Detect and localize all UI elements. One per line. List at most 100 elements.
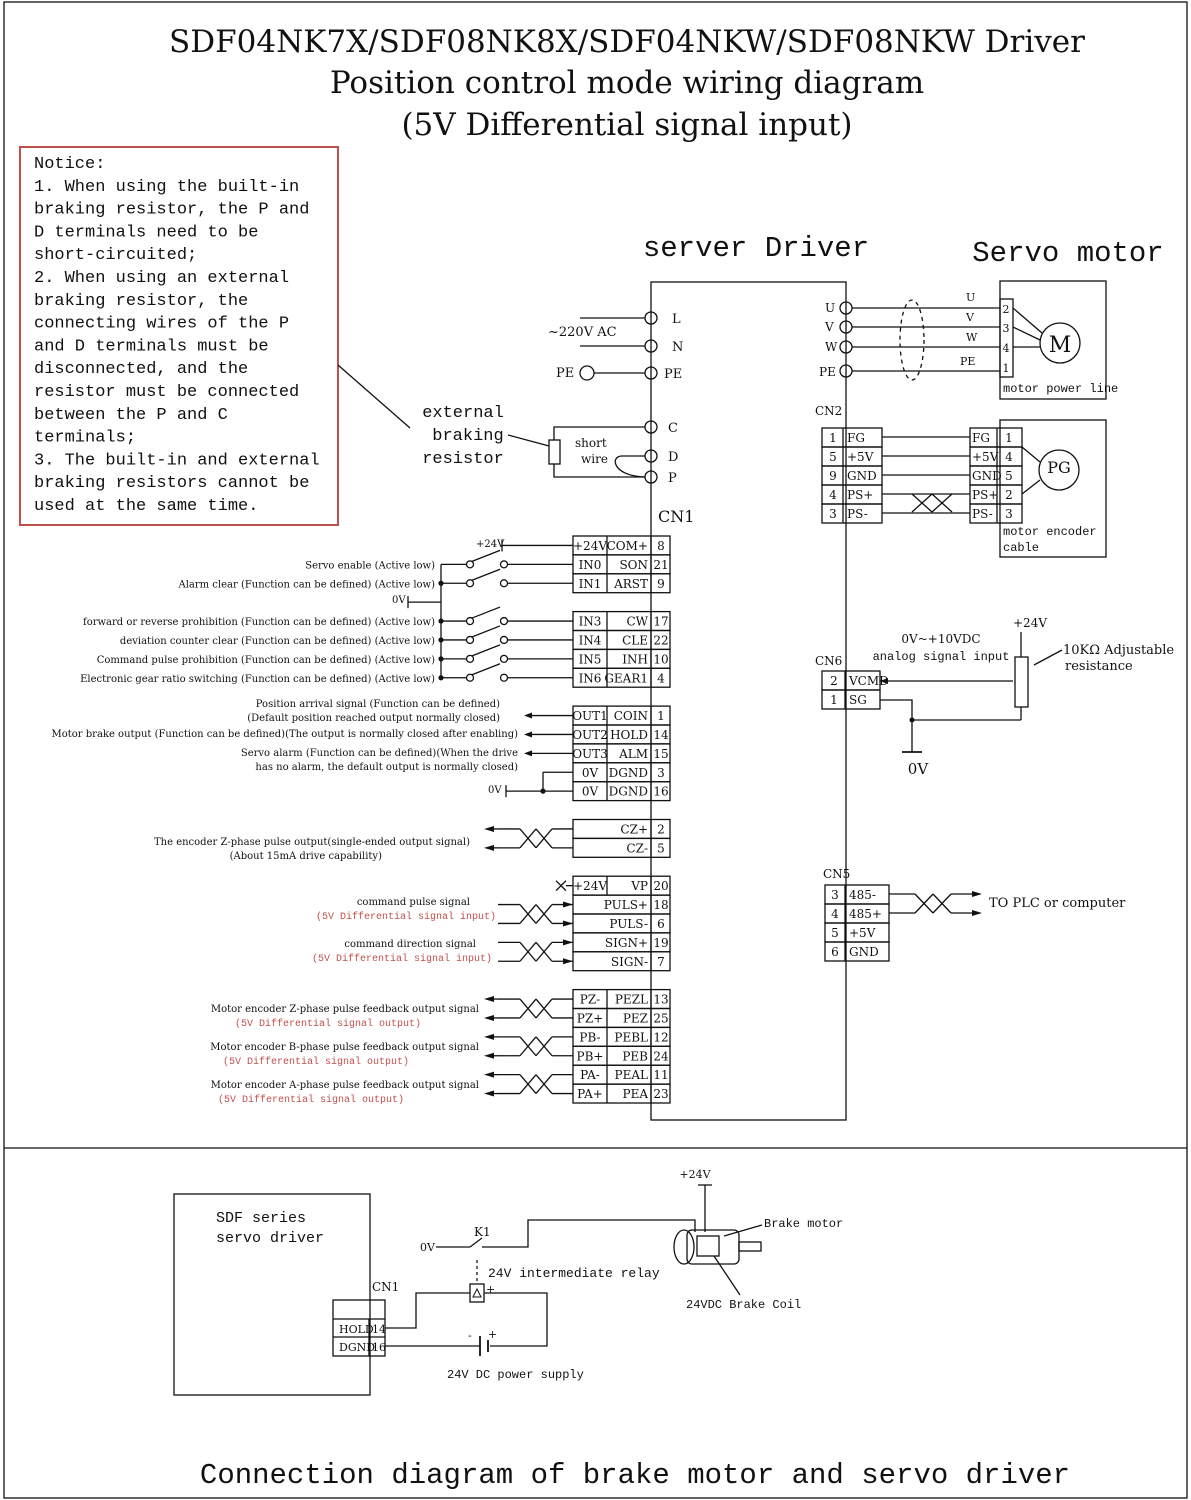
cn1-pin-signal: PEZ: [623, 1012, 648, 1026]
cn1-pin-left: PZ-: [580, 993, 600, 1007]
notice-box: [19, 146, 339, 526]
encoder-signal: PS-: [972, 507, 993, 521]
cn1-pin-signal: PEBL: [614, 1030, 648, 1044]
cn1-pin-signal: PEAL: [615, 1068, 649, 1082]
cn6-pin: 2: [830, 674, 838, 688]
cn1-pin-signal: PEB: [622, 1049, 648, 1063]
cn1-pin-left: 0V: [582, 785, 599, 799]
terminal-P: P: [668, 471, 677, 486]
bottom-title: Connection diagram of brake motor and se…: [200, 1459, 1070, 1492]
cn1-label: CN1: [658, 507, 694, 526]
cn2-pin: 1: [829, 431, 837, 445]
cn1-pin-number: 24: [653, 1049, 669, 1063]
svg-text:+: +: [486, 1283, 495, 1296]
encoder-signal: +5V: [972, 450, 999, 464]
ac-supply-label: ~220V AC: [548, 325, 617, 340]
svg-text:CN1: CN1: [372, 1280, 399, 1294]
motor-label: Servo motor: [972, 237, 1163, 270]
cn6-signal: VCMD: [848, 674, 889, 688]
cn1-pin-left: IN6: [579, 671, 602, 685]
cn2-pin: 4: [829, 488, 837, 502]
notice-line: 1. When using the built-in: [34, 178, 299, 197]
cn1-pin-left: +24V: [573, 879, 607, 893]
input-signal-label: Servo enable (Active low): [305, 560, 435, 571]
outer-frame: [3, 1, 1188, 1499]
svg-text:24VDC Brake Coil: 24VDC Brake Coil: [686, 1298, 801, 1312]
mot-term-V: V: [965, 311, 975, 324]
resistor-icon: [548, 439, 561, 465]
title-line2: Position control mode wiring diagram: [330, 65, 924, 101]
encoder-signal: FG: [972, 431, 990, 445]
motor-icon: [1039, 322, 1081, 364]
cn1-pin-number: 17: [653, 615, 668, 629]
encoder-pin: 4: [1005, 450, 1013, 464]
cn1-pin-left: +24V: [573, 539, 607, 553]
cn1-pin-number: 5: [657, 841, 665, 855]
notice-line: D terminals need to be: [34, 223, 258, 242]
encoder-signal: PS+: [972, 488, 998, 502]
mot-term-W: W: [966, 331, 978, 344]
encoder-pin: 2: [1005, 488, 1013, 502]
output-label: Position arrival signal (Function can be…: [256, 699, 500, 710]
relay-coil-icon: [469, 1283, 485, 1303]
short-wire-label-1: short: [575, 436, 607, 450]
cn1-pin-signal: CZ-: [626, 841, 648, 855]
title-line1: SDF04NK7X/SDF08NK8X/SDF04NKW/SDF08NKW Dr…: [169, 24, 1085, 60]
cn5-pin: 5: [831, 926, 839, 940]
svg-text:0V: 0V: [420, 1241, 436, 1254]
cn6-signal: SG: [849, 693, 867, 707]
terminal-L: L: [672, 312, 681, 327]
cn1-pin-number: 10: [653, 652, 668, 666]
cn1-pin-number: 23: [653, 1087, 668, 1101]
cmd-pulse-label: (5V Differential signal input): [316, 911, 496, 923]
short-wire-label-2: wire: [581, 452, 608, 466]
drv-term-W: W: [825, 340, 838, 354]
feedback-label: Motor encoder A-phase pulse feedback out…: [211, 1080, 479, 1091]
cn1-pin-signal: VP: [630, 879, 648, 893]
encoder-cable-label-1: motor encoder: [1003, 525, 1097, 539]
cn1-pin-number: 13: [653, 993, 668, 1007]
cn2-signal: PS+: [847, 488, 873, 502]
input-signal-label: Electronic gear ratio switching (Functio…: [80, 674, 435, 685]
motor-power-line-label: motor power line: [1003, 382, 1118, 396]
cn1-pin-left: PA-: [580, 1068, 600, 1082]
notice-line: Notice:: [34, 155, 105, 174]
cn2-pin: 5: [829, 450, 837, 464]
cn1-pin-signal: CZ+: [620, 823, 648, 837]
feedback-label: (5V Differential signal output): [235, 1018, 421, 1030]
cn5-pin: 6: [831, 945, 839, 959]
motor-symbol: M: [1049, 333, 1072, 358]
svg-text:14: 14: [372, 1323, 386, 1336]
svg-text:DGND: DGND: [339, 1341, 375, 1354]
notice-line: braking resistor, the P and: [34, 201, 309, 220]
notice-text: Notice: 1. When using the built-in braking…: [34, 155, 320, 516]
cn1-pin-left: IN0: [579, 558, 602, 572]
cn2-signal: PS-: [847, 507, 868, 521]
drv-term-U: U: [825, 301, 835, 315]
cn1-pin-signal: PEZL: [615, 993, 648, 1007]
cn1-pin-signal: INH: [622, 652, 648, 666]
notice-line: braking resistor, the: [34, 292, 248, 311]
notice-line: used at the same time.: [34, 497, 258, 516]
terminal-C: C: [668, 421, 678, 436]
brake-motor-icon: [686, 1229, 740, 1265]
pe-label: PE: [556, 366, 574, 381]
cn1-pin-number: 2: [657, 823, 665, 837]
mot-term-U: U: [966, 291, 975, 304]
cn5-label: CN5: [823, 867, 850, 881]
input-signal-label: deviation counter clear (Function can be…: [120, 636, 435, 647]
notice-line: braking resistors cannot be: [34, 474, 309, 493]
power-terminals: L N PE ~220V AC PE C D P short wire exte…: [422, 311, 683, 486]
drv-term-V: V: [824, 320, 834, 334]
encoder-cable-label-2: cable: [1003, 541, 1039, 555]
sdf-driver-box: [173, 1193, 371, 1396]
cn5-signal: +5V: [849, 926, 876, 940]
resistor-label-2: braking: [432, 427, 503, 446]
cn1-pin-left: OUT1: [572, 709, 608, 723]
cn1-pin-number: 4: [657, 671, 665, 685]
cn1-pin-signal: ARST: [613, 577, 648, 591]
